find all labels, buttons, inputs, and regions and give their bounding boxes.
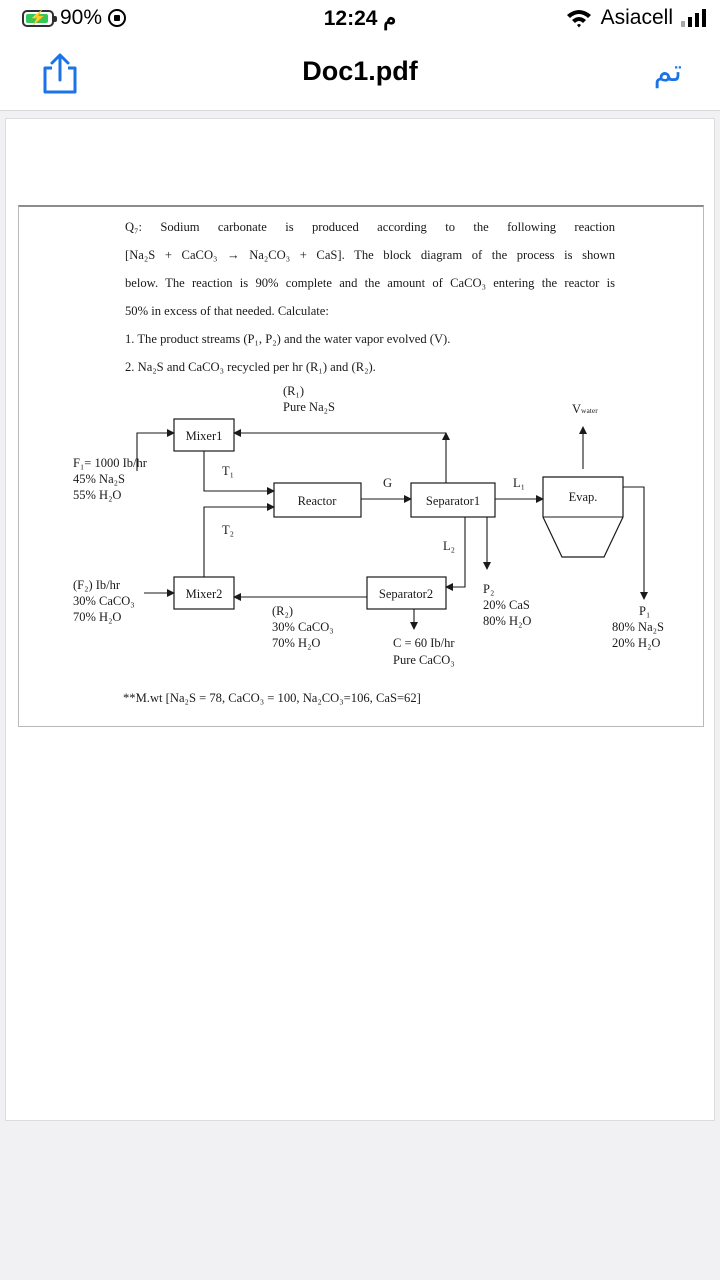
mixer1-label: Mixer1 [186, 429, 223, 443]
status-left: ⚡ 90% [22, 6, 127, 30]
p2-h2o: 80% H₂O [483, 614, 531, 628]
stream-f1 [136, 429, 175, 471]
r1-composition: Pure Na₂S [283, 400, 335, 414]
f1-na2s: 45% Na₂S [73, 472, 125, 486]
rotation-lock-icon [108, 9, 127, 27]
carrier-name: Asiacell [600, 6, 673, 29]
nav-bar: Doc1.pdf تم [0, 38, 720, 111]
f1-h2o: 55% H₂O [73, 488, 121, 502]
c-rate: C = 60 Ib/hr [393, 636, 455, 650]
question-line: 50% in excess of that needed. Calculate: [125, 304, 329, 318]
separator2-block [366, 576, 447, 610]
stream-t2 [203, 503, 275, 577]
f2-rate: (F₂) Ib/hr [73, 578, 121, 592]
document-title: Doc1.pdf [302, 56, 418, 86]
done-button[interactable]: تم [653, 54, 682, 89]
wifi-icon [566, 10, 591, 28]
p1-na2s: 80% Na₂S [612, 620, 664, 634]
l2-label: L₂ [443, 539, 455, 553]
v-water-label: Vwater [572, 402, 598, 416]
evap-label: Evap. [569, 490, 598, 504]
share-icon[interactable] [40, 52, 80, 96]
mixer2-label: Mixer2 [186, 587, 223, 601]
status-time: 12:24 م [323, 7, 397, 30]
signal-strength-icon [681, 9, 706, 27]
f2-caco3: 30% CaCO₃ [73, 594, 135, 608]
c-composition: Pure CaCO₃ [393, 653, 455, 667]
question-line: 1. The product streams (P₁, P₂) and the … [125, 332, 451, 346]
status-bar: ⚡ 90% 12:24 م Asiacell [0, 0, 720, 38]
battery-icon: ⚡ [22, 9, 57, 27]
reactor-label: Reactor [298, 494, 338, 508]
pdf-page[interactable]: Q₇: Sodium carbonate is produced accordi… [5, 118, 715, 1121]
t1-label: T₁ [222, 464, 234, 478]
separator2-label: Separator2 [379, 587, 433, 601]
separator1-block [410, 482, 496, 518]
r1-label: (R₁) [283, 384, 304, 398]
process-block-diagram: Mixer1 Reactor Separator1 Mixer2 Separat… [73, 384, 664, 667]
mixer2-block [173, 576, 235, 610]
f1-rate: F₁= 1000 Ib/hr [73, 456, 148, 470]
battery-percent: 90% [60, 6, 103, 29]
p2-label: P₂ [483, 582, 494, 596]
r2-label: (R₂) [272, 604, 293, 618]
reactor-block [273, 482, 362, 518]
question-line: 2. Na₂S and CaCO₃ recycled per hr (R₁) a… [125, 360, 376, 374]
r2-h2o: 70% H₂O [272, 636, 320, 650]
g-label: G [383, 476, 392, 490]
separator1-label: Separator1 [426, 494, 480, 508]
document-content: Q₇: Sodium carbonate is produced accordi… [18, 205, 704, 727]
t2-label: T₂ [222, 523, 234, 537]
stream-l2 [445, 517, 466, 591]
stream-p1 [623, 486, 648, 600]
p1-label: P₁ [639, 604, 650, 618]
f2-h2o: 70% H₂O [73, 610, 121, 624]
question-line: below. The reaction is 90% complete and … [125, 276, 615, 290]
question-line: [Na₂S + CaCO₃ → Na₂CO₃ + CaS]. The block… [125, 248, 615, 262]
status-right: Asiacell [565, 6, 706, 30]
question-line: Q₇: Sodium carbonate is produced accordi… [125, 220, 615, 234]
question-text: Q₇: Sodium carbonate is produced accordi… [125, 213, 615, 381]
r2-caco3: 30% CaCO₃ [272, 620, 334, 634]
stream-t1 [203, 451, 275, 495]
l1-label: L₁ [513, 476, 525, 490]
p2-cas: 20% CaS [483, 598, 530, 612]
molecular-weights: **M.wt [Na₂S = 78, CaCO₃ = 100, Na₂CO₃=1… [123, 691, 421, 705]
p1-h2o: 20% H₂O [612, 636, 660, 650]
